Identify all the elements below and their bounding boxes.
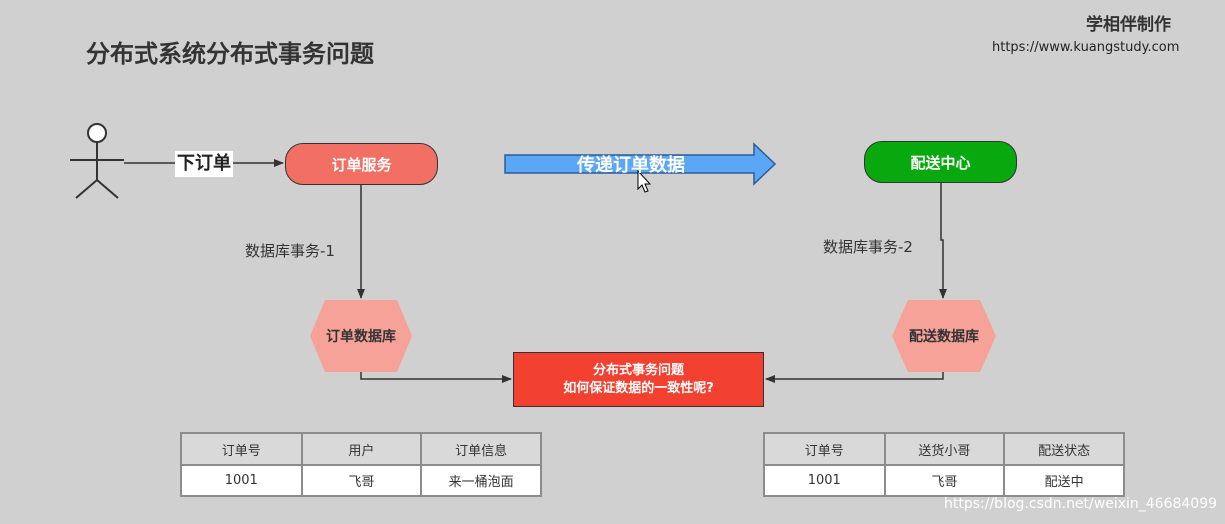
db-transaction-2-label: 数据库事务-2 <box>823 238 913 256</box>
db-transaction-1-label: 数据库事务-1 <box>245 242 335 260</box>
table-cell: 1001 <box>763 464 886 497</box>
delivery-center-node: 配送中心 <box>864 141 1017 183</box>
order-table: 订单号 用户 订单信息 1001 飞哥 来一桶泡面 <box>180 432 542 497</box>
table-row: 1001 飞哥 来一桶泡面 <box>180 464 542 497</box>
place-order-label: 下订单 <box>175 151 233 177</box>
tx2-connector <box>939 183 947 299</box>
watermark: https://blog.csdn.net/weixin_46684099 <box>944 496 1218 512</box>
order-db-label: 订单数据库 <box>326 329 396 345</box>
pass-data-label: 传递订单数据 <box>577 155 685 176</box>
table-cell: 飞哥 <box>300 464 423 497</box>
distributed-tx-problem-box: 分布式事务问题 如何保证数据的一致性呢? <box>513 352 764 407</box>
column-header: 送货小哥 <box>883 432 1006 466</box>
delivery-table: 订单号 送货小哥 配送状态 1001 飞哥 配送中 <box>763 432 1125 497</box>
table-cell: 配送中 <box>1003 464 1125 497</box>
table-cell: 来一桶泡面 <box>420 464 542 497</box>
pass-data-arrow <box>504 142 777 186</box>
problem-line-1: 分布式事务问题 <box>592 362 684 378</box>
delivery-db-to-problem-connector <box>765 372 944 383</box>
order-db-hexagon <box>310 300 412 372</box>
order-service-node: 订单服务 <box>285 143 438 185</box>
order-db-to-problem-connector <box>360 372 512 383</box>
column-header: 配送状态 <box>1003 432 1125 466</box>
page-title: 分布式系统分布式事务问题 <box>86 40 374 68</box>
column-header: 订单信息 <box>420 432 542 466</box>
mouse-cursor-icon <box>637 169 652 193</box>
column-header: 订单号 <box>763 432 886 466</box>
delivery-db-label: 配送数据库 <box>909 329 979 345</box>
table-header-row: 订单号 送货小哥 配送状态 <box>763 432 1125 466</box>
delivery-db-hexagon <box>892 300 996 372</box>
table-cell: 1001 <box>180 464 303 497</box>
table-header-row: 订单号 用户 订单信息 <box>180 432 542 466</box>
column-header: 用户 <box>300 432 423 466</box>
table-row: 1001 飞哥 配送中 <box>763 464 1125 497</box>
problem-line-2: 如何保证数据的一致性呢? <box>563 380 714 396</box>
column-header: 订单号 <box>180 432 303 466</box>
user-actor-icon <box>70 123 124 199</box>
table-cell: 飞哥 <box>883 464 1006 497</box>
credit-name: 学相伴制作 <box>1086 15 1171 35</box>
credit-url: https://www.kuangstudy.com <box>992 40 1180 55</box>
